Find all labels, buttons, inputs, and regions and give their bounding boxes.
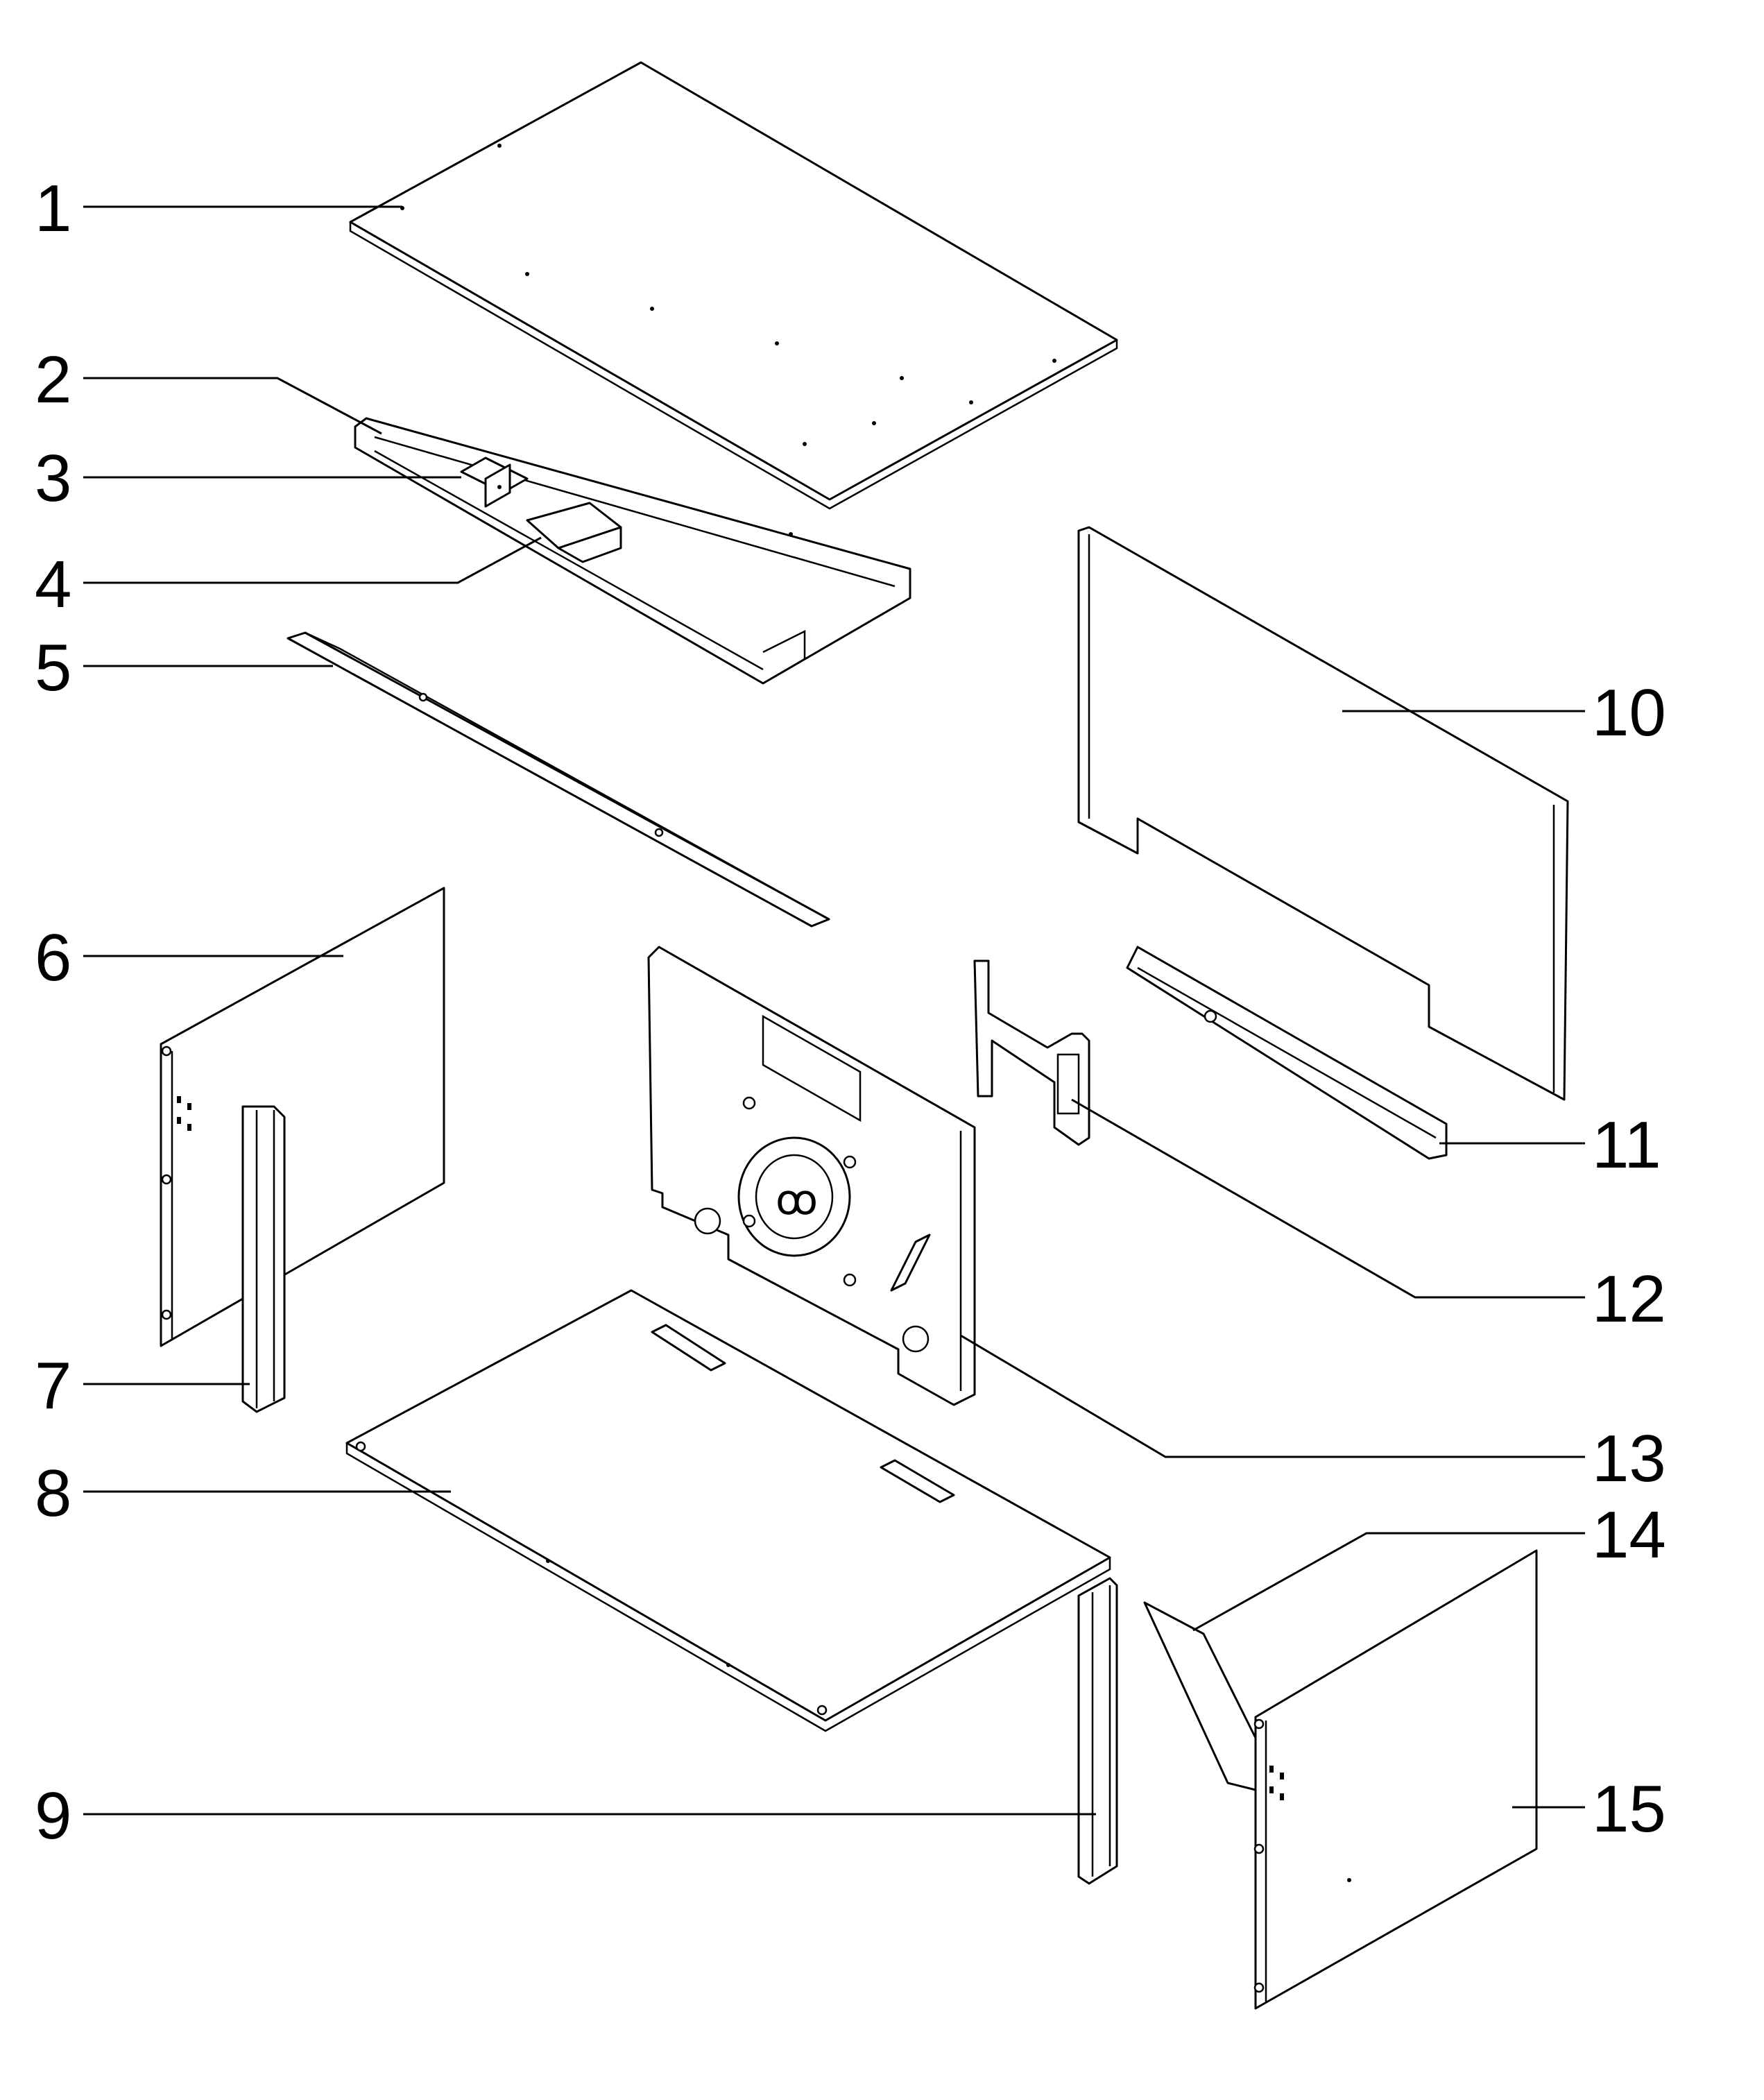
callout-7: 7 bbox=[35, 1349, 71, 1423]
callout-5: 5 bbox=[35, 631, 71, 705]
leader-4 bbox=[83, 536, 542, 584]
part-12-mounting-bracket bbox=[973, 959, 1090, 1146]
leader-14 bbox=[1192, 1532, 1585, 1632]
leader-13 bbox=[960, 1334, 1585, 1458]
part-8-base-panel bbox=[345, 1289, 1111, 1732]
part-3-corner-brace bbox=[460, 456, 529, 508]
part-5-rail bbox=[286, 631, 830, 928]
callout-13: 13 bbox=[1592, 1422, 1666, 1496]
part-13-motor-plate: ꝏ bbox=[647, 946, 976, 1406]
callout-8: 8 bbox=[35, 1456, 71, 1530]
part-10-back-panel bbox=[1077, 526, 1569, 1101]
part-4-bracket bbox=[526, 502, 622, 563]
callout-labels: 1 2 3 4 5 6 7 8 9 10 11 12 13 14 15 bbox=[35, 171, 1666, 1853]
part-1-top-panel bbox=[349, 61, 1118, 510]
callout-11: 11 bbox=[1592, 1108, 1661, 1182]
callout-1: 1 bbox=[35, 171, 71, 246]
callout-15: 15 bbox=[1592, 1772, 1666, 1846]
callout-6: 6 bbox=[35, 921, 71, 995]
part-7-left-upright bbox=[241, 1105, 286, 1413]
callout-12: 12 bbox=[1592, 1262, 1666, 1336]
part-9-right-upright bbox=[1077, 1577, 1118, 1885]
part-11-lower-rail bbox=[1126, 946, 1448, 1160]
leader-12 bbox=[1071, 1098, 1585, 1299]
part-15-right-panel bbox=[1253, 1549, 1538, 2010]
callout-9: 9 bbox=[35, 1779, 71, 1853]
part-14-deflector bbox=[1143, 1601, 1257, 1791]
callout-3: 3 bbox=[35, 441, 71, 515]
svg-text:ꝏ: ꝏ bbox=[776, 1177, 818, 1223]
callout-4: 4 bbox=[35, 547, 71, 622]
callout-10: 10 bbox=[1592, 676, 1666, 750]
leader-lines bbox=[83, 205, 1585, 1816]
callout-14: 14 bbox=[1592, 1498, 1666, 1572]
leader-2 bbox=[83, 377, 382, 435]
callout-2: 2 bbox=[35, 343, 71, 417]
part-6-left-panel bbox=[160, 887, 445, 1347]
